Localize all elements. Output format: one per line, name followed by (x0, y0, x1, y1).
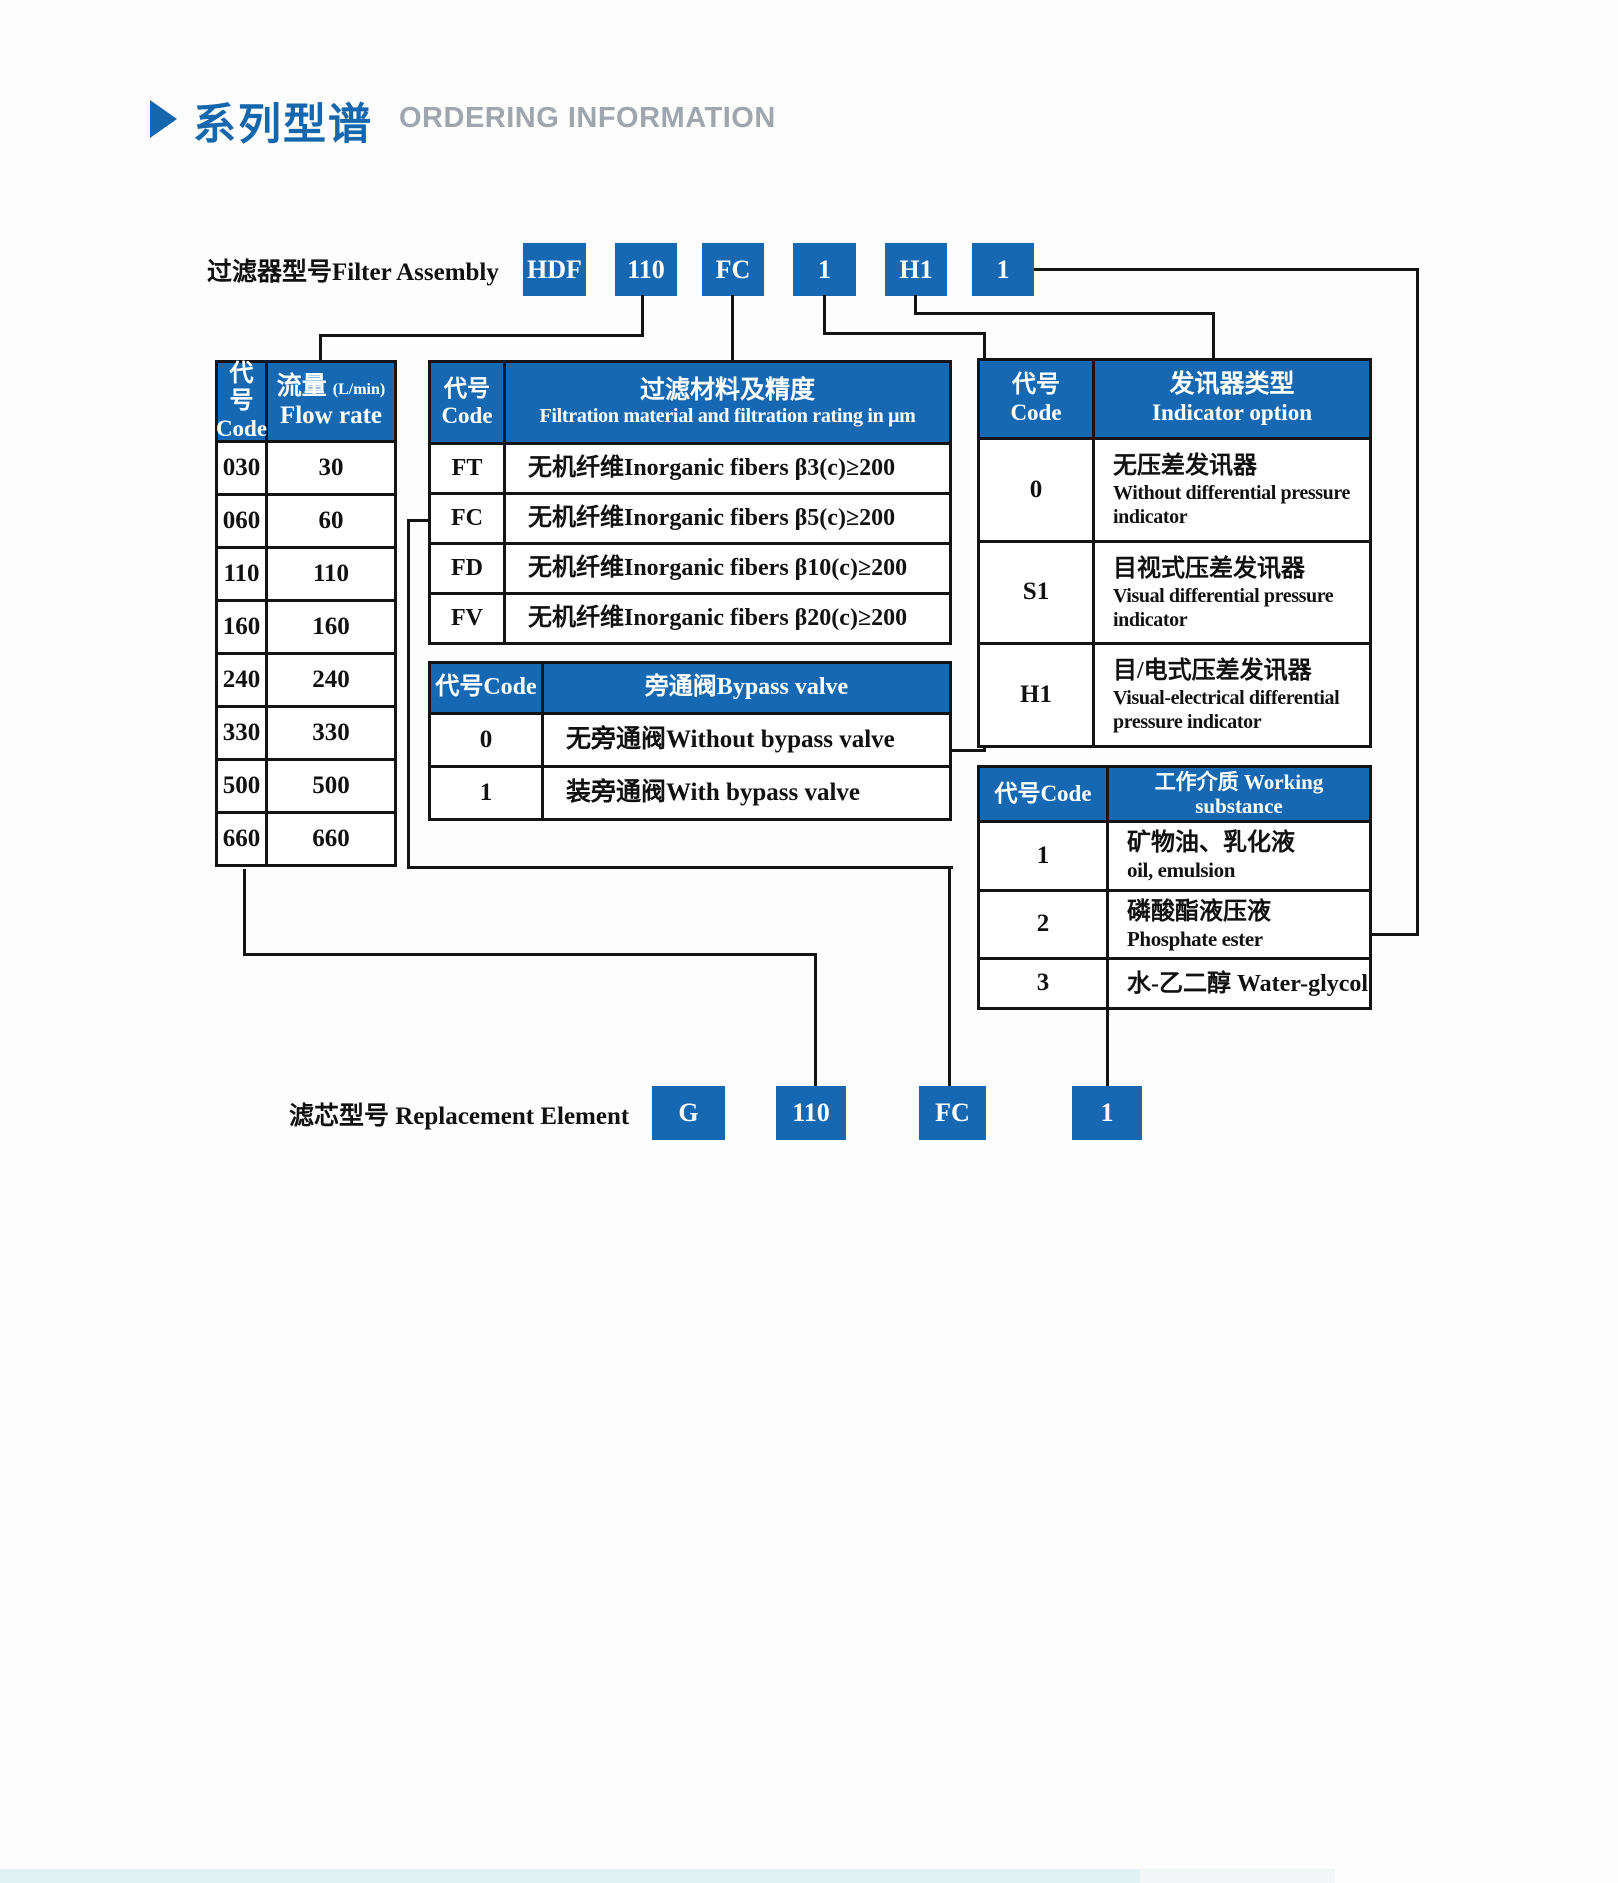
connector-size-v1 (641, 295, 644, 337)
substance-code-cell: 1 (980, 823, 1106, 889)
connector-indicator-v1 (914, 295, 917, 315)
flow-value-cell: 330 (268, 708, 394, 758)
element-code-substance: 1 (1072, 1086, 1142, 1140)
indicator-code-cell: S1 (980, 543, 1092, 642)
flow-code-cell: 240 (218, 655, 265, 705)
flow-value-cell: 160 (268, 602, 394, 652)
replacement-element-label: 滤芯型号 Replacement Element (289, 1103, 630, 1130)
bypass-table: 代号Code 旁通阀Bypass valve 0 无旁通阀Without byp… (428, 661, 952, 821)
flow-code-cell: 500 (218, 761, 265, 811)
assembly-code-bypass: 1 (793, 243, 856, 296)
indicator-header-code: 代号 Code (980, 361, 1092, 437)
element-code-series: G (652, 1086, 725, 1140)
connector-bypass-h2 (952, 749, 986, 752)
assembly-code-indicator: H1 (885, 243, 947, 296)
connector-size-v2 (319, 334, 322, 362)
connector-substance-h1 (1034, 268, 1419, 271)
indicator-desc-cell: 目视式压差发讯器 Visual differential pressure in… (1095, 543, 1369, 642)
indicator-desc-cell: 无压差发讯器 Without differential pressure ind… (1095, 440, 1369, 540)
assembly-code-filtration: FC (702, 243, 764, 296)
bottom-print-band (0, 1869, 1140, 1883)
bypass-code-cell: 1 (431, 768, 541, 818)
filtration-code-cell: FT (431, 445, 503, 492)
connector-bypass-v1 (823, 295, 826, 335)
connector-indicator-v2 (1212, 312, 1215, 360)
flow-value-cell: 660 (268, 814, 394, 864)
indicator-table: 代号 Code 发讯器类型 Indicator option 0 无压差发讯器 … (977, 358, 1372, 748)
element-code-size: 110 (776, 1086, 846, 1140)
connector-indicator-h (914, 312, 1215, 315)
connector-size-h (319, 334, 644, 337)
filtration-header-code: 代号 Code (431, 363, 503, 442)
indicator-header-type: 发讯器类型 Indicator option (1095, 361, 1369, 437)
connector-element-fc-v1 (407, 519, 410, 869)
indicator-desc-cell: 目/电式压差发讯器 Visual-electrical differential… (1095, 645, 1369, 745)
substance-header-code: 代号Code (980, 768, 1106, 820)
flow-code-cell: 030 (218, 443, 265, 493)
indicator-code-cell: 0 (980, 440, 1092, 540)
substance-code-cell: 3 (980, 960, 1106, 1007)
connector-element-substance-v (1106, 1007, 1109, 1088)
substance-desc-cell: 水-乙二醇 Water-glycol (1109, 960, 1369, 1007)
substance-table: 代号Code 工作介质 Working substance 1 矿物油、乳化液 … (977, 765, 1372, 1010)
connector-element-fc-v2 (948, 866, 951, 1088)
connector-filtration-v (731, 295, 734, 362)
connector-bypass-h1 (823, 332, 986, 335)
connector-substance-v (1416, 268, 1419, 936)
flow-code-cell: 110 (218, 549, 265, 599)
flow-value-cell: 60 (268, 496, 394, 546)
bypass-desc-cell: 无旁通阀Without bypass valve (544, 715, 949, 765)
assembly-code-size: 110 (615, 243, 677, 296)
flow-code-cell: 060 (218, 496, 265, 546)
substance-header-type: 工作介质 Working substance (1109, 768, 1369, 820)
filtration-code-cell: FD (431, 545, 503, 592)
indicator-code-cell: H1 (980, 645, 1092, 745)
page-subtitle: ORDERING INFORMATION (399, 102, 776, 134)
connector-element-size-v2 (814, 953, 817, 1088)
substance-code-cell: 2 (980, 892, 1106, 957)
filter-assembly-label: 过滤器型号Filter Assembly (207, 259, 499, 286)
assembly-code-series: HDF (523, 243, 586, 296)
bypass-desc-cell: 装旁通阀With bypass valve (544, 768, 949, 818)
bypass-header-desc: 旁通阀Bypass valve (544, 664, 949, 712)
bypass-header-code: 代号Code (431, 664, 541, 712)
section-triangle-icon (150, 100, 177, 138)
filtration-header-desc: 过滤材料及精度 Filtration material and filtrati… (506, 363, 949, 442)
filtration-desc-cell: 无机纤维Inorganic fibers β10(c)≥200 (506, 545, 949, 592)
flow-value-cell: 30 (268, 443, 394, 493)
element-code-filtration: FC (919, 1086, 986, 1140)
assembly-code-substance: 1 (972, 243, 1034, 296)
flow-value-cell: 500 (268, 761, 394, 811)
filtration-code-cell: FV (431, 595, 503, 642)
filtration-desc-cell: 无机纤维Inorganic fibers β5(c)≥200 (506, 495, 949, 542)
connector-element-fc-h2 (407, 866, 953, 869)
bypass-code-cell: 0 (431, 715, 541, 765)
filtration-desc-cell: 无机纤维Inorganic fibers β20(c)≥200 (506, 595, 949, 642)
flow-code-cell: 160 (218, 602, 265, 652)
connector-element-fc-h1 (407, 519, 430, 522)
flow-header-code: 代号 Code (215, 360, 268, 441)
substance-desc-cell: 矿物油、乳化液 oil, emulsion (1109, 823, 1369, 889)
flow-value-cell: 110 (268, 549, 394, 599)
bottom-print-band-light (1140, 1869, 1335, 1883)
flow-code-cell: 660 (218, 814, 265, 864)
flow-code-cell: 330 (218, 708, 265, 758)
flow-header-rate: 流量 (L/min) Flow rate (268, 363, 394, 440)
connector-element-size-v1 (243, 869, 246, 956)
flow-value-cell: 240 (268, 655, 394, 705)
filtration-desc-cell: 无机纤维Inorganic fibers β3(c)≥200 (506, 445, 949, 492)
connector-element-size-h (243, 953, 817, 956)
substance-desc-cell: 磷酸酯液压液 Phosphate ester (1109, 892, 1369, 957)
filtration-table: 代号 Code 过滤材料及精度 Filtration material and … (428, 360, 952, 645)
page-title: 系列型谱 (193, 101, 373, 149)
filtration-code-cell: FC (431, 495, 503, 542)
flow-rate-table: 代号 Code 流量 (L/min) Flow rate 030 30 060 … (215, 360, 397, 867)
connector-substance-h2 (1372, 933, 1419, 936)
